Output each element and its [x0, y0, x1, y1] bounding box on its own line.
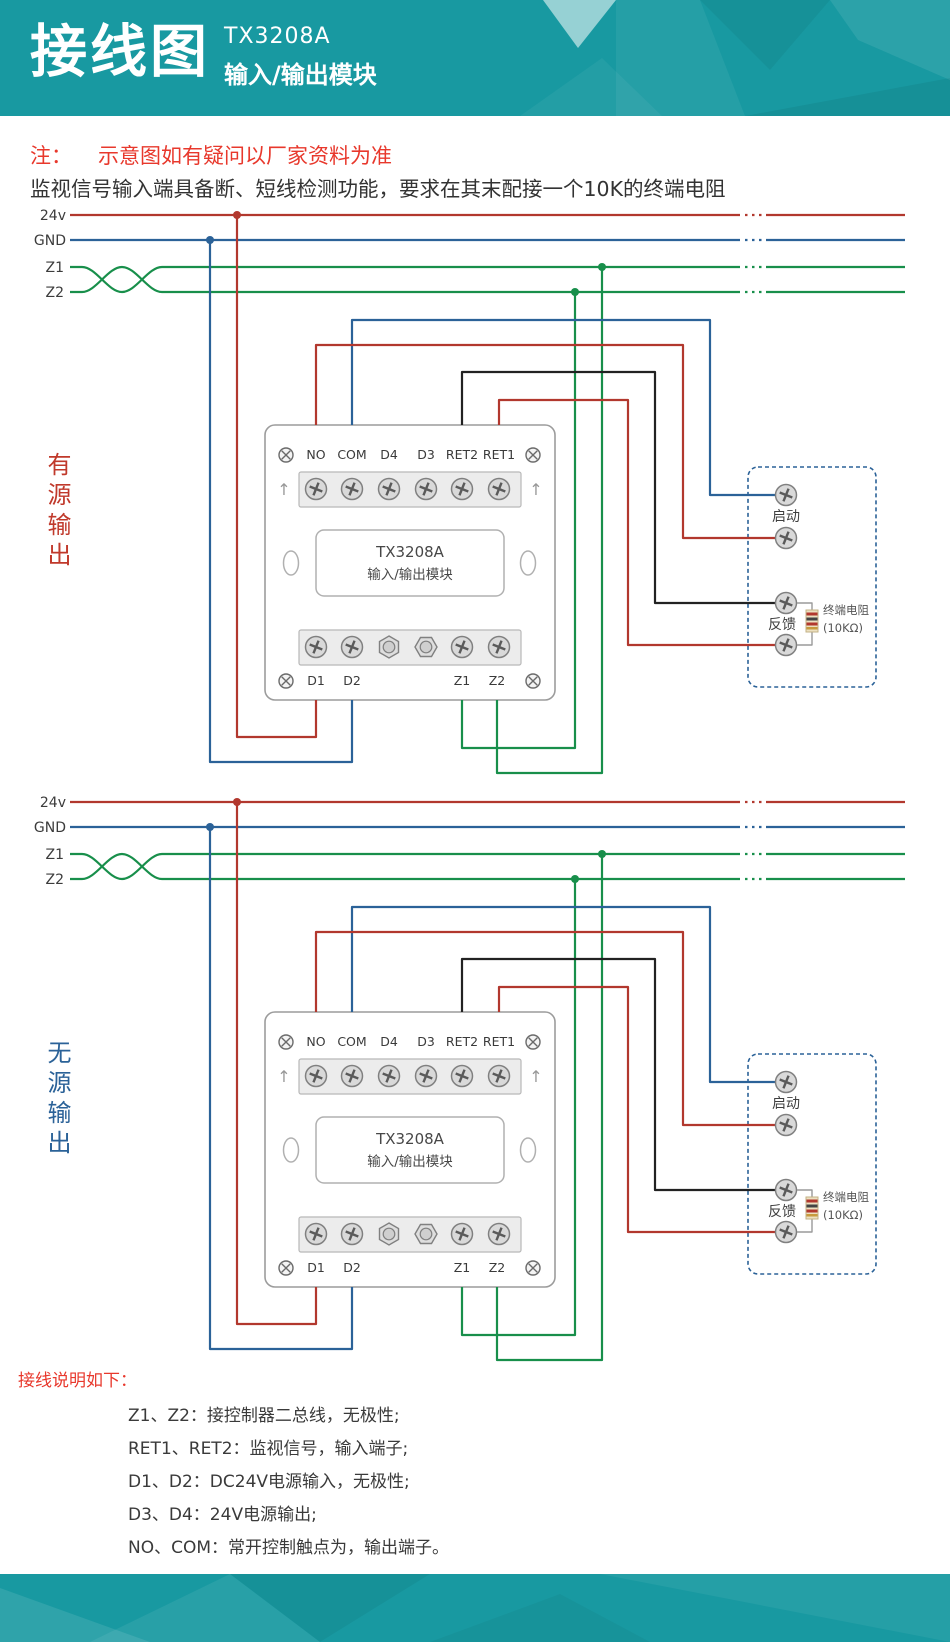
corner-screw-icon [525, 447, 541, 463]
resistor-value: (10KΩ) [823, 621, 863, 635]
terminal-label-z2: Z2 [489, 673, 506, 688]
screw-terminal-d1 [304, 635, 328, 659]
screw-terminal-com [340, 477, 364, 501]
wire-24v-to-d1 [235, 215, 318, 739]
up-arrow-icon: ↑ [529, 480, 542, 499]
resistor-label: 终端电阻 [823, 603, 869, 617]
legend-item: Z1、Z2：接控制器二总线，无极性; [128, 1406, 400, 1426]
corner-screw-icon [278, 447, 294, 463]
terminal-label-ret2: RET2 [446, 447, 478, 462]
wire-gnd-to-d2 [208, 240, 354, 764]
wire-ret2-to-feedback [460, 370, 779, 605]
note-warning-text: 示意图如有疑问以厂家资料为准 [98, 144, 392, 168]
bottom-terminal-strip [298, 629, 522, 666]
bus-z1-line [70, 265, 740, 294]
terminal-label-d4: D4 [380, 447, 398, 462]
wire-ret1-to-feedback [497, 398, 779, 647]
header-decoration [520, 0, 950, 116]
terminal-label-d3: D3 [417, 447, 435, 462]
note-warning: 注： 示意图如有疑问以厂家资料为准 [30, 140, 392, 170]
hex-terminal-icon [414, 636, 438, 658]
wires [208, 215, 779, 775]
screw-terminal-start-minus [774, 526, 798, 550]
screw-terminal-ret2 [450, 477, 474, 501]
screw-terminal-z2 [487, 635, 511, 659]
model-number: TX3208A [224, 24, 331, 49]
module-subtitle: 输入/输出模块 [224, 61, 377, 89]
module-nameplate [315, 529, 505, 597]
legend-item: D3、D4：24V电源输出; [128, 1505, 317, 1525]
screw-terminal-feedback-minus [774, 633, 798, 657]
corner-screw-icon [278, 673, 294, 689]
bus-label-24v: 24v [40, 208, 66, 224]
terminal-label-com: COM [337, 447, 366, 462]
wire-z1-to-moduleZ2 [495, 267, 604, 775]
screw-terminal-d4 [377, 477, 401, 501]
terminal-label-no: NO [306, 447, 325, 462]
screw-terminal-no [304, 477, 328, 501]
wiring-diagram-passive-output [0, 787, 950, 1377]
screw-terminal-d2 [340, 635, 364, 659]
legend-title: 接线说明如下： [18, 1371, 137, 1391]
note-prefix: 注： [30, 144, 72, 168]
diagram-copy [34, 795, 905, 1360]
model-block: TX3208A 输入/输出模块 [224, 24, 377, 90]
wire-com-to-start [350, 318, 779, 497]
legend-item: NO、COM：常开控制触点为，输出端子。 [128, 1538, 450, 1558]
screw-terminal-z1 [450, 635, 474, 659]
feedback-label: 反馈 [768, 617, 796, 633]
screw-terminal-ret1 [487, 477, 511, 501]
note-detail: 监视信号输入端具备断、短线检测功能，要求在其末配接一个10K的终端电阻 [30, 177, 726, 201]
header-banner: 接线图 TX3208A 输入/输出模块 [0, 0, 950, 116]
footer-banner [0, 1574, 950, 1642]
legend-item: RET1、RET2：监视信号，输入端子; [128, 1439, 409, 1459]
field-device-box [747, 466, 877, 688]
top-terminal-strip [298, 471, 522, 508]
hex-terminal-icon [378, 635, 400, 659]
screw-terminal-feedback-plus [774, 591, 798, 615]
bus-label-z2: Z2 [46, 285, 65, 301]
terminal-resistor-icon [797, 602, 819, 646]
bus-z2-line [70, 265, 740, 294]
up-arrow-icon: ↑ [277, 480, 290, 499]
terminal-label-d2: D2 [343, 673, 361, 688]
terminal-label-d1: D1 [307, 673, 325, 688]
bus-label-z1: Z1 [46, 260, 65, 276]
legend-list: Z1、Z2：接控制器二总线，无极性; RET1、RET2：监视信号，输入端子; … [128, 1400, 449, 1565]
module-name: TX3208A [375, 543, 445, 561]
mounting-slot-right [519, 550, 537, 576]
wire-z2-to-moduleZ1 [460, 292, 577, 750]
legend-item: D1、D2：DC24V电源输入，无极性; [128, 1472, 410, 1492]
page-title: 接线图 [30, 19, 210, 85]
terminal-label-z1: Z1 [454, 673, 471, 688]
screw-terminal-start-plus [774, 483, 798, 507]
start-label: 启动 [772, 509, 800, 525]
bus-label-gnd: GND [34, 233, 66, 249]
screw-terminal-d3 [414, 477, 438, 501]
mounting-slot-left [282, 550, 300, 576]
wire-no-to-start [314, 343, 779, 540]
io-module: ↑ ↑ NO COM D4 D3 RET2 RET1 [277, 447, 543, 689]
section-label-passive-output: 无源输出 [43, 1040, 71, 1160]
module-type: 输入/输出模块 [367, 567, 453, 583]
corner-screw-icon [525, 673, 541, 689]
footer-decoration [0, 1574, 950, 1642]
terminal-label-ret1: RET1 [483, 447, 515, 462]
section-label-active-output: 有源输出 [43, 452, 71, 572]
field-device: 启动 反馈 终端电阻 (10KΩ) [768, 483, 869, 657]
bus-lines: 24v GND Z1 Z2 [34, 208, 905, 301]
wiring-diagram-active-output: 24v GND Z1 Z2 [34, 208, 905, 775]
